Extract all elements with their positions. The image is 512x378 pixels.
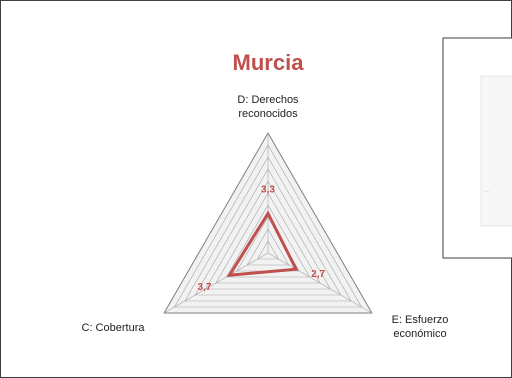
radar-point-E — [294, 268, 298, 271]
radar-data-labels: 3,3 2,7 3,7 — [198, 184, 326, 293]
radar-gridline-8 — [184, 156, 352, 302]
radar-point-C — [228, 274, 231, 277]
radar-series-line-0 — [226, 210, 299, 277]
radar-gridline-6 — [205, 180, 331, 290]
data-label-D: 3,3 — [261, 184, 275, 195]
radar-spoke-C — [163, 252, 269, 314]
adjacent-chart-plot — [480, 75, 512, 227]
chart-title: Murcia — [233, 50, 305, 75]
axis-label-E-line-2: económico — [393, 328, 446, 340]
radar-gridline-9 — [173, 144, 363, 308]
adjacent-chart-panel: ◦◦◦ — [442, 37, 512, 259]
data-label-E: 2,7 — [311, 269, 325, 280]
radar-gridline-7 — [194, 168, 342, 296]
radar-axis-labels: D: Derechos reconocidos E: Esfuerzo económi… — [82, 94, 449, 340]
radar-gridline-10 — [163, 131, 373, 314]
radar-point-D — [266, 212, 270, 215]
data-label-C: 3,7 — [198, 282, 212, 293]
axis-label-D-line-1: D: Derechos — [237, 94, 299, 106]
radar-gridline-4 — [225, 204, 311, 278]
radar-series — [226, 210, 299, 277]
radar-gridline-5 — [215, 192, 321, 284]
adjacent-chart-mark: ◦◦◦ — [484, 189, 490, 195]
axis-label-C-line-1: C: Cobertura — [82, 322, 146, 334]
axis-label-D-line-2: reconocidos — [238, 108, 298, 120]
radar-grid — [163, 131, 373, 314]
axis-label-E-line-1: E: Esfuerzo — [392, 314, 449, 326]
radar-spoke-E — [267, 252, 373, 314]
radar-gridline-1 — [257, 240, 279, 260]
radar-gridline-2 — [246, 228, 290, 266]
